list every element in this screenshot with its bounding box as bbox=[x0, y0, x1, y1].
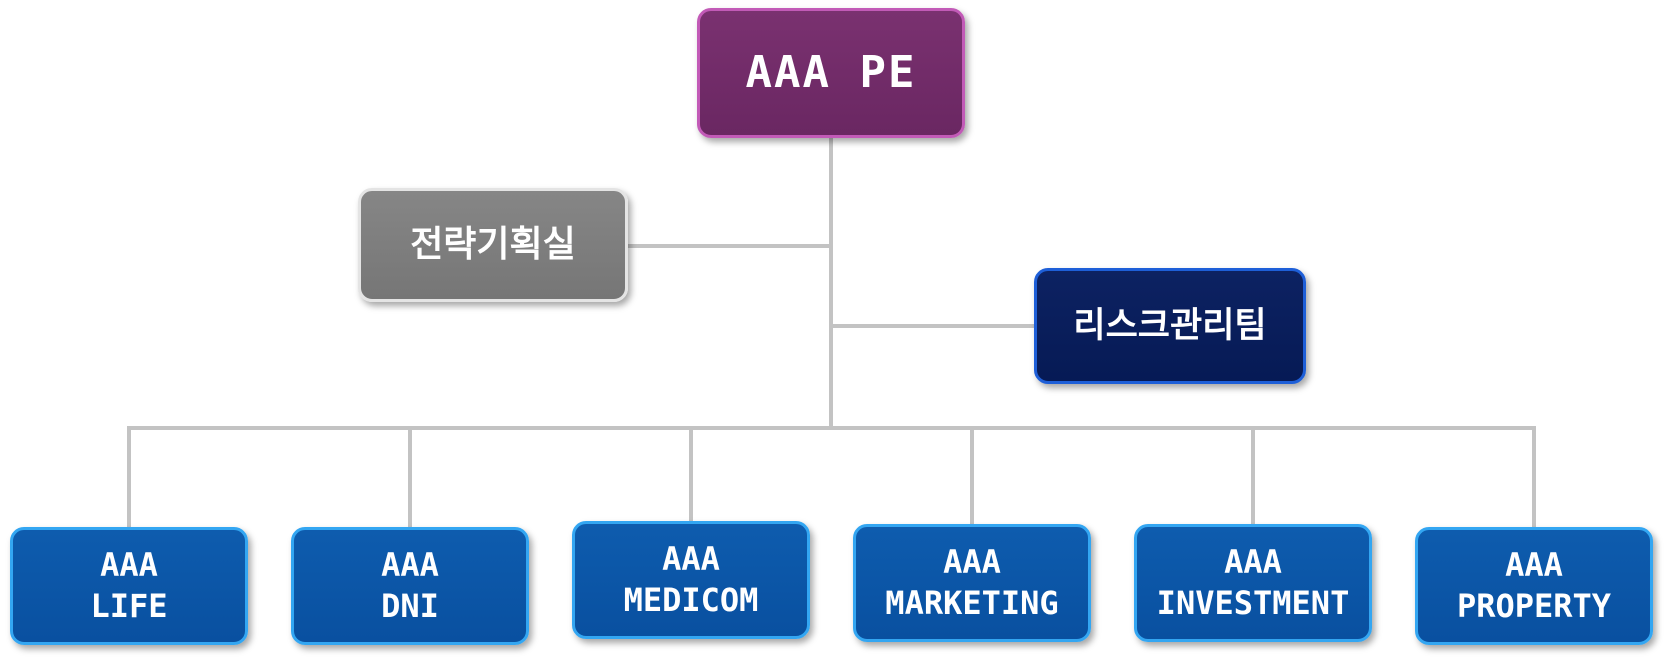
subsidiary-line1: AAA bbox=[100, 546, 158, 585]
subsidiary-line2: PROPERTY bbox=[1456, 587, 1612, 625]
subsidiary-node-property: AAA PROPERTY bbox=[1415, 527, 1653, 645]
root-node: AAA PE bbox=[697, 8, 965, 138]
subsidiary-line2: MEDICOM bbox=[623, 581, 759, 619]
subsidiary-node-medicom: AAA MEDICOM bbox=[572, 521, 810, 639]
risk-management-node: 리스크관리팀 bbox=[1034, 268, 1306, 384]
root-node-label: AAA PE bbox=[745, 46, 917, 98]
strategy-planning-label: 전략기획실 bbox=[410, 223, 576, 265]
subsidiary-node-life: AAA LIFE bbox=[10, 527, 248, 645]
subsidiary-line1: AAA bbox=[662, 540, 720, 579]
subsidiary-node-marketing: AAA MARKETING bbox=[853, 524, 1091, 642]
subsidiary-line1: AAA bbox=[1505, 546, 1563, 585]
subsidiary-line2: DNI bbox=[381, 587, 439, 625]
subsidiary-line1: AAA bbox=[381, 546, 439, 585]
subsidiary-node-investment: AAA INVESTMENT bbox=[1134, 524, 1372, 642]
risk-management-label: 리스크관리팀 bbox=[1073, 305, 1267, 346]
subsidiary-line2: INVESTMENT bbox=[1156, 584, 1350, 622]
subsidiary-line1: AAA bbox=[943, 543, 1001, 582]
strategy-planning-node: 전략기획실 bbox=[358, 188, 628, 302]
subsidiary-line2: LIFE bbox=[90, 587, 168, 625]
subsidiary-line1: AAA bbox=[1224, 543, 1282, 582]
subsidiary-line2: MARKETING bbox=[885, 584, 1059, 622]
subsidiary-node-dni: AAA DNI bbox=[291, 527, 529, 645]
